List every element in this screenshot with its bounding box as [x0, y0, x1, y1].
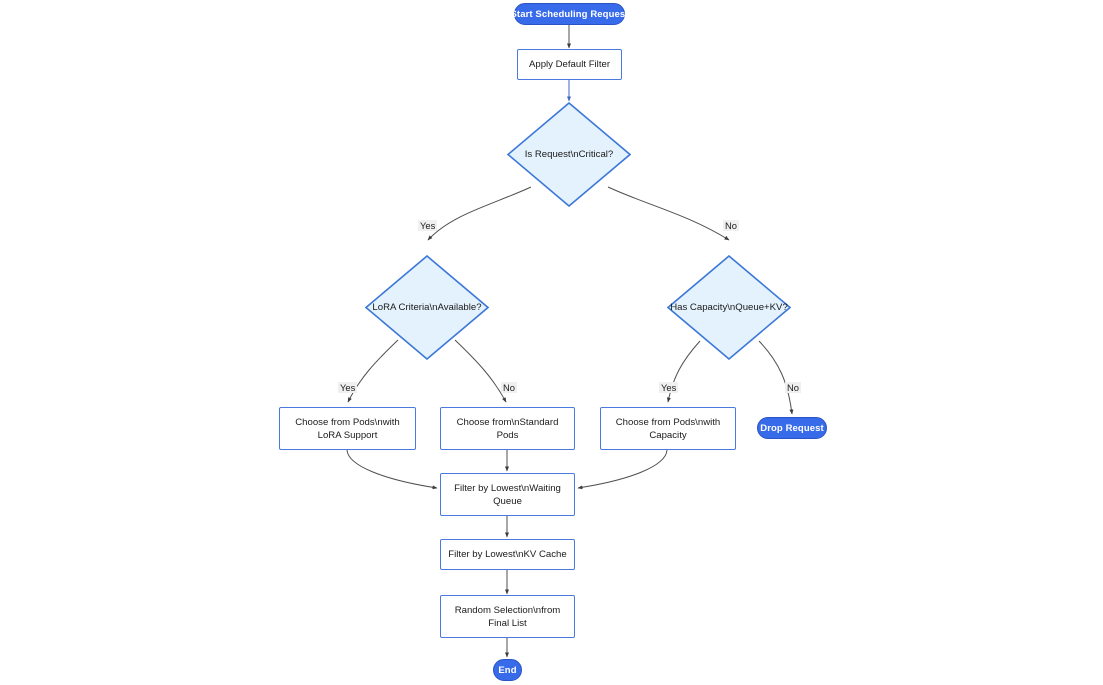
node-choose-standard-pods[interactable]: Choose from\nStandard Pods	[440, 407, 575, 450]
node-has-capacity[interactable]: Has Capacity\nQueue+KV?	[667, 255, 791, 360]
edge-label-critical-no: No	[723, 220, 739, 231]
edge-label-lora-no: No	[501, 382, 517, 393]
edge-lora-no	[454, 339, 507, 403]
diamond-shape	[507, 102, 631, 207]
node-apply-default-filter-label: Apply Default Filter	[528, 59, 611, 70]
node-apply-default-filter[interactable]: Apply Default Filter	[517, 49, 622, 80]
edge-label-capacity-yes: Yes	[659, 382, 679, 393]
node-choose-pods-lora-support-line1: Choose from Pods\nwith	[295, 416, 400, 428]
edge-lora-yes	[347, 339, 399, 403]
node-lora-criteria-available[interactable]: LoRA Criteria\nAvailable?	[365, 255, 489, 360]
node-end-label: End	[498, 664, 517, 676]
edge-capacity-no	[758, 340, 794, 415]
edge-label-critical-yes: Yes	[418, 220, 438, 231]
node-random-selection-final-list-line2: Final List	[488, 617, 527, 629]
edge-is-critical-no	[607, 186, 730, 241]
edge-label-capacity-no: No	[785, 382, 801, 393]
node-random-selection-final-list-line1: Random Selection\nfrom	[454, 604, 561, 616]
node-choose-pods-lora-support[interactable]: Choose from Pods\nwith LoRA Support	[279, 407, 416, 450]
node-drop-request-label: Drop Request	[760, 422, 824, 434]
node-drop-request[interactable]: Drop Request	[757, 417, 827, 439]
edge-pods-lora-to-filter-queue	[346, 449, 438, 490]
edge-label-lora-yes: Yes	[338, 382, 358, 393]
node-filter-lowest-kv-cache[interactable]: Filter by Lowest\nKV Cache	[440, 539, 575, 570]
node-choose-pods-capacity-line2: Capacity	[649, 429, 687, 441]
node-filter-lowest-waiting-queue[interactable]: Filter by Lowest\nWaiting Queue	[440, 473, 575, 516]
node-choose-standard-pods-line1: Choose from\nStandard	[456, 416, 559, 428]
node-end[interactable]: End	[493, 659, 522, 681]
node-is-request-critical-label: Is Request\nCritical?	[524, 148, 614, 160]
node-filter-lowest-waiting-queue-line1: Filter by Lowest\nWaiting	[454, 482, 561, 494]
diamond-shape	[365, 255, 489, 360]
node-lora-criteria-available-label: LoRA Criteria\nAvailable?	[372, 301, 482, 313]
diamond-shape	[667, 255, 791, 360]
node-is-request-critical[interactable]: Is Request\nCritical?	[507, 102, 631, 207]
node-random-selection-final-list[interactable]: Random Selection\nfrom Final List	[440, 595, 575, 638]
node-start-label: Start Scheduling Request	[510, 8, 629, 20]
node-choose-pods-capacity-line1: Choose from Pods\nwith	[615, 416, 721, 428]
node-choose-pods-capacity[interactable]: Choose from Pods\nwith Capacity	[600, 407, 736, 450]
edge-is-critical-yes	[427, 186, 532, 241]
node-start[interactable]: Start Scheduling Request	[511, 3, 628, 25]
node-choose-pods-lora-support-line2: LoRA Support	[317, 429, 378, 441]
node-has-capacity-label: Has Capacity\nQueue+KV?	[670, 301, 788, 313]
node-filter-lowest-kv-cache-label: Filter by Lowest\nKV Cache	[448, 549, 567, 560]
node-choose-standard-pods-line2: Pods	[496, 429, 519, 441]
edge-pods-capacity-to-filter-queue	[577, 449, 668, 490]
node-filter-lowest-waiting-queue-line2: Queue	[493, 495, 522, 507]
edge-capacity-yes	[666, 340, 701, 403]
